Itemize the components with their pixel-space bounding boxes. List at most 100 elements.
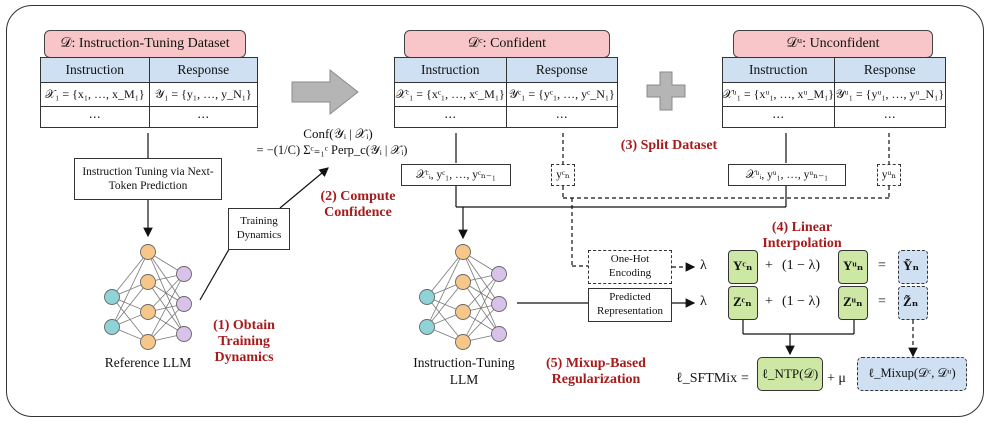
Zc-matrix [728, 286, 758, 320]
reference-llm-node [140, 304, 156, 320]
col-instruction: Instruction [421, 62, 480, 77]
instruction-llm-node [455, 304, 471, 320]
ntp-loss-box: ℓ_NTP(𝒟) [757, 357, 823, 391]
confident-title-text: 𝒟ᶜ: Confident [467, 36, 547, 51]
eq-1: = [878, 258, 886, 273]
reference-llm-edge [111, 251, 149, 328]
cell-instruction: 𝒳ᶜ₁ = {xᶜ₁, …, xᶜ_M₁} [395, 87, 505, 101]
col-response: Response [148, 58, 258, 82]
instruction-llm-edge [426, 251, 464, 328]
confident-context-box: 𝒳ᶜᵢ, yᶜ₁, …, yᶜₙ₋₁ [401, 164, 511, 186]
unconfident-target-text: yᵘₙ [881, 168, 897, 181]
cell-response: 𝒴₁ = {y₁, …, y_N₁} [148, 83, 258, 106]
predicted-text: Predicted Representation [597, 291, 663, 317]
Yc-matrix [728, 250, 758, 284]
cell-response: 𝒴ᵘ₁ = {yᵘ₁, …, yᵘ_N₁} [833, 83, 946, 106]
Yu-matrix [838, 250, 868, 284]
unconfident-target-box: yᵘₙ [877, 164, 901, 186]
loss-sftmix-label: ℓ_SFTMix [676, 371, 738, 386]
conf-formula-line1: Conf(𝒴ᵢ | 𝒳ᵢ) [303, 126, 373, 141]
instruction-llm-node [491, 326, 507, 342]
arrow-dynamics-to-conf [279, 167, 329, 209]
instruction-llm-edge [462, 303, 500, 343]
Ytilde-matrix [898, 250, 928, 284]
lambda-1: λ [700, 258, 707, 273]
mixup-loss-text: ℓ_Mixup(𝒟ᶜ, 𝒟ᵘ) [868, 366, 956, 381]
cell-ellipsis: ⋯ [833, 107, 946, 127]
one-hot-encoding-box: One-Hot Encoding [588, 250, 672, 284]
one-minus-lambda-2: (1 − λ) [782, 294, 821, 309]
unconfident-context-text: 𝒳ᵘᵢ, yᵘ₁, …, yᵘₙ₋₁ [745, 168, 829, 181]
instruction-llm-node [455, 334, 471, 350]
Ytilde-text: Ỹₙ [903, 258, 920, 273]
Zu-text: Zᵘₙ [843, 294, 863, 309]
conf-formula-line2: = −(1/C) Σᶜ₌₁ᶜ Perp_c(𝒴ᵢ | 𝒳ᵢ) [256, 143, 408, 157]
cell-ellipsis: ⋯ [505, 107, 618, 127]
instruction-llm-node [419, 289, 435, 305]
step-1-label: (1) Obtain Training Dynamics [213, 318, 275, 366]
cell-instruction: 𝒳₁ = {x₁, …, x_M₁} [44, 87, 145, 101]
reference-llm-network [111, 251, 185, 343]
Yu-text: Yᵘₙ [843, 258, 864, 273]
step-3-label: (3) Split Dataset [620, 138, 718, 153]
instruction-llm-node [455, 274, 471, 290]
instruction-llm-node [491, 266, 507, 282]
reference-llm-edge [111, 281, 149, 328]
reference-llm-label: Reference LLM [104, 355, 192, 370]
reference-llm-edge [147, 273, 185, 343]
Ztilde-matrix [898, 286, 928, 320]
instruction-llm-edge [462, 273, 500, 343]
Ztilde-text: Z̃ₙ [903, 294, 919, 309]
cell-ellipsis: ⋯ [88, 109, 101, 124]
instruction-tuning-box: Instruction Tuning via Next-Token Predic… [74, 158, 222, 200]
instruction-llm-edge [426, 281, 464, 328]
step-4-label: (4) Linear Interpolation [762, 220, 842, 252]
big-grey-arrow [291, 68, 359, 116]
Yc-text: Yᶜₙ [733, 258, 753, 273]
cell-response: 𝒴ᶜ₁ = {yᶜ₁, …, yᶜ_N₁} [505, 83, 618, 106]
unconfident-context-box: 𝒳ᵘᵢ, yᵘ₁, …, yᵘₙ₋₁ [728, 164, 846, 186]
instruction-tuning-llm-label: Instruction-Tuning LLM [413, 355, 515, 387]
plus-1: + [765, 258, 773, 273]
confident-context-text: 𝒳ᶜᵢ, yᶜ₁, …, yᶜₙ₋₁ [416, 168, 496, 181]
mixup-loss-box: ℓ_Mixup(𝒟ᶜ, 𝒟ᵘ) [857, 357, 967, 391]
instruction-llm-edge [426, 251, 464, 298]
reference-llm-node [140, 334, 156, 350]
eq-2: = [878, 294, 886, 309]
dataset-title-text: 𝒟: Instruction-Tuning Dataset [60, 36, 230, 51]
one-minus-lambda-1: (1 − λ) [782, 258, 821, 273]
reference-llm-node [140, 244, 156, 260]
cell-instruction: 𝒳ᵘ₁ = {xᵘ₁, …, xᵘ_M₁} [723, 87, 834, 101]
unconfident-title: 𝒟ᵘ: Unconfident [733, 30, 933, 58]
reference-llm-node [176, 326, 192, 342]
Zc-text: Zᶜₙ [733, 294, 752, 309]
unconfident-title-text: 𝒟ᵘ: Unconfident [786, 36, 880, 51]
col-instruction: Instruction [749, 62, 808, 77]
confident-target-text: yᶜₙ [556, 168, 570, 181]
instruction-llm-network [426, 251, 500, 343]
arrow-ref-to-dynamics [199, 243, 233, 301]
confident-title: 𝒟ᶜ: Confident [404, 30, 610, 58]
one-hot-text: One-Hot Encoding [608, 253, 652, 279]
reference-llm-edge [111, 251, 149, 298]
training-dynamics-box: Training Dynamics [228, 208, 290, 250]
lambda-2: λ [700, 294, 707, 309]
reference-llm-edge [147, 273, 185, 313]
instruction-llm-node [455, 244, 471, 260]
reference-llm-edge [147, 303, 185, 343]
reference-llm-node [176, 296, 192, 312]
cell-ellipsis: ⋯ [148, 107, 258, 127]
loss-eq: = [741, 371, 749, 386]
grey-plus-sign [646, 71, 686, 111]
ntp-loss-text: ℓ_NTP(𝒟) [761, 365, 819, 381]
instruction-llm-node [419, 319, 435, 335]
instruction-llm-edge [462, 273, 500, 313]
reference-llm-node [176, 266, 192, 282]
reference-llm-node [104, 289, 120, 305]
step-5-label: (5) Mixup-Based Regularization [546, 356, 646, 388]
